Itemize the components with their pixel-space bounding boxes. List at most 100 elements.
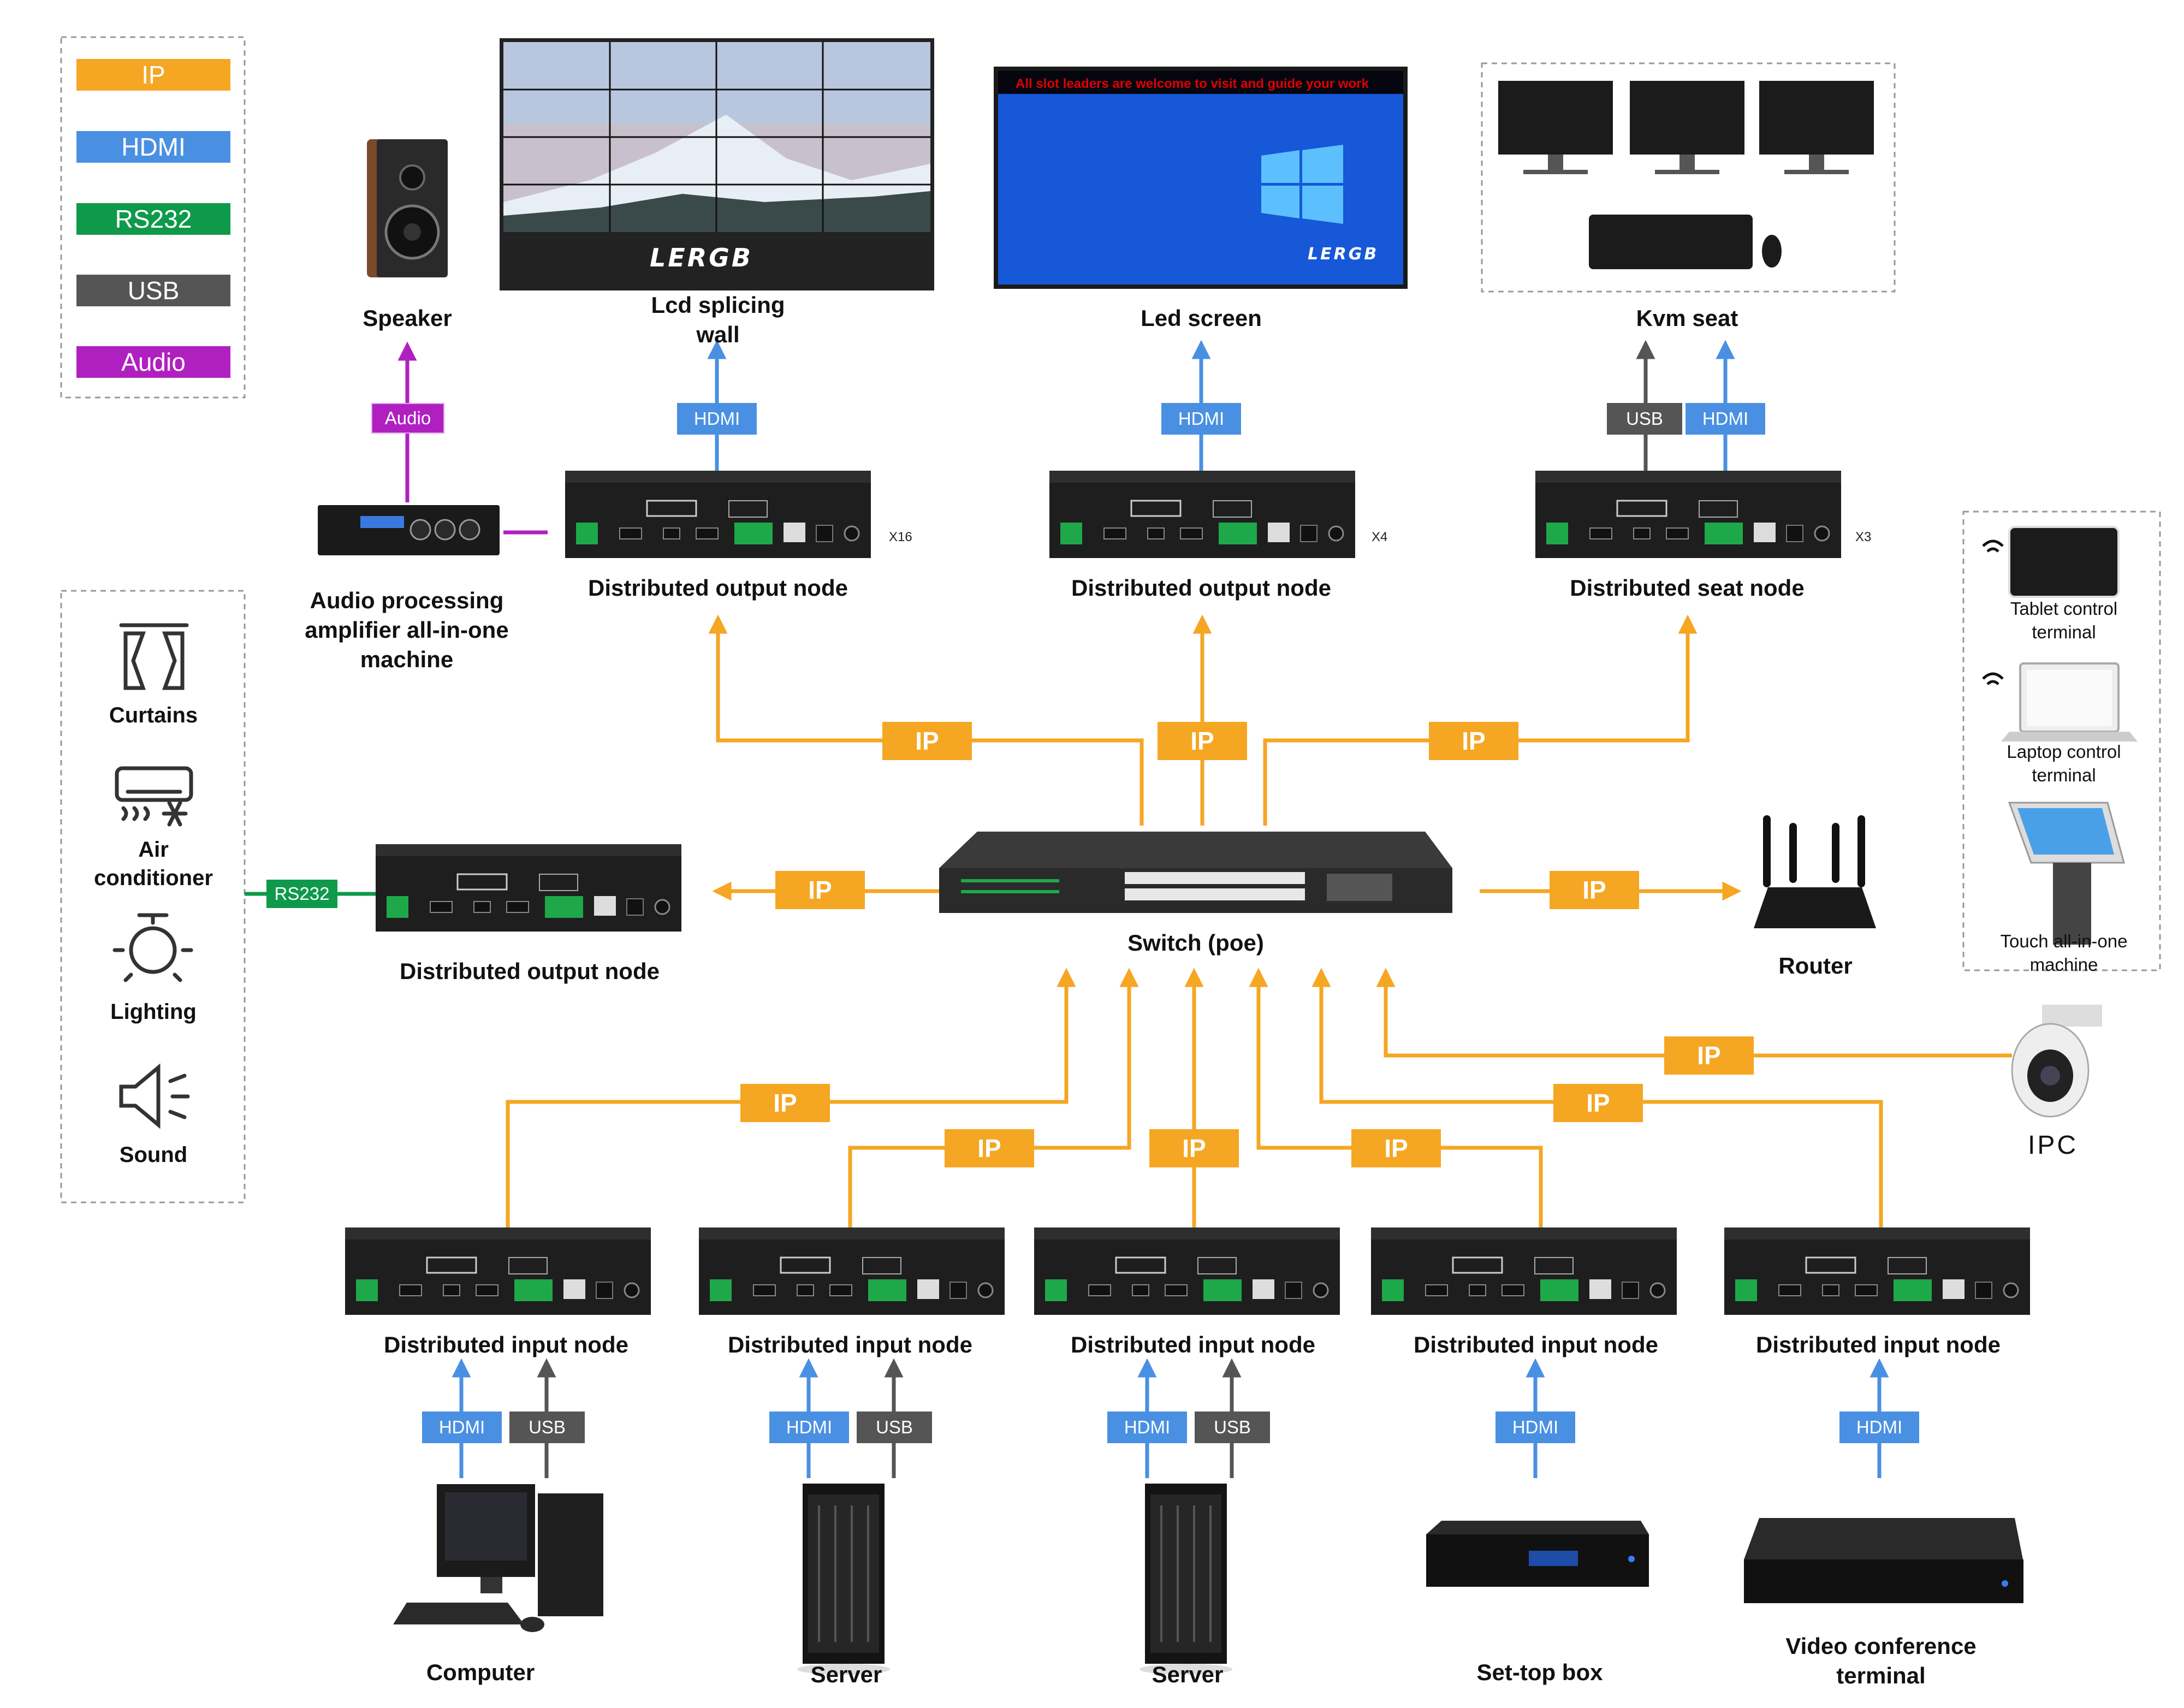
router-icon xyxy=(1754,815,1876,928)
input-node-5-icon xyxy=(1723,1226,2031,1316)
video-conference-terminal-icon xyxy=(1744,1518,2023,1603)
mouse-icon xyxy=(520,1617,544,1632)
tablet-icon xyxy=(2008,526,2120,598)
ip-tag-led: IP xyxy=(1158,722,1247,760)
led-screen-label: Led screen xyxy=(1141,305,1262,331)
keyboard-icon xyxy=(393,1603,524,1624)
ip-tag-input-3: IP xyxy=(1149,1129,1239,1167)
ip-tag-lcd: IP xyxy=(882,722,972,760)
server-2-icon xyxy=(1138,1482,1233,1676)
sound-icon xyxy=(119,1063,190,1129)
seat-node-label: Distributed seat node xyxy=(1570,575,1805,601)
audio-amp-label: Audio processing amplifier all-in-one ma… xyxy=(305,588,509,672)
ip-tag-ipc: IP xyxy=(1664,1036,1754,1075)
input-node-1-label: Distributed input node xyxy=(384,1332,628,1357)
usb-tag-kvm: USB xyxy=(1607,403,1682,435)
wifi-icon xyxy=(1982,539,2004,685)
led-screen-icon xyxy=(994,67,1408,289)
computer-icon xyxy=(393,1484,603,1632)
kiosk-label: Touch all-in-one machine xyxy=(2000,931,2128,975)
legend-rs232: RS232 xyxy=(76,203,230,235)
hdmi-tag-server-2: HDMI xyxy=(1107,1412,1187,1443)
laptop-label: Laptop control terminal xyxy=(2007,742,2121,785)
ip-tag-input-4: IP xyxy=(1351,1129,1441,1167)
air-conditioner-icon xyxy=(115,766,193,827)
kiosk-icon xyxy=(2008,802,2125,945)
controlled-devices-box xyxy=(60,590,246,1203)
set-top-box-icon xyxy=(1426,1521,1649,1587)
kvm-seat-icon xyxy=(1498,81,1874,269)
legend-ip: IP xyxy=(76,59,230,91)
kvm-seat-box xyxy=(1481,62,1896,293)
ipc-label: IPC xyxy=(2027,1131,2078,1160)
usb-tag-server-2: USB xyxy=(1195,1412,1270,1443)
ip-tag-input-5: IP xyxy=(1553,1084,1643,1122)
hdmi-tag-computer: HDMI xyxy=(422,1412,502,1443)
keyboard-icon xyxy=(1589,215,1753,269)
legend-box xyxy=(60,36,246,399)
lighting-label: Lighting xyxy=(110,1000,197,1024)
sound-label: Sound xyxy=(119,1143,188,1167)
input-node-3-label: Distributed input node xyxy=(1071,1332,1315,1357)
ip-tag-input-2: IP xyxy=(945,1129,1034,1167)
video-conference-label: Video conference terminal xyxy=(1785,1633,1977,1688)
input-node-3-icon xyxy=(1033,1226,1341,1316)
output-node-lcd-label: Distributed output node xyxy=(588,575,848,601)
led-multiplier: X4 xyxy=(1372,530,1388,544)
laptop-icon xyxy=(2001,662,2138,742)
air-conditioner-label: Air conditioner xyxy=(94,838,213,890)
server-2-label: Server xyxy=(1152,1662,1224,1687)
lcd-multiplier: X16 xyxy=(889,530,912,544)
hdmi-tag-server-1: HDMI xyxy=(769,1412,849,1443)
legend-hdmi: HDMI xyxy=(76,131,230,163)
switch-label: Switch (poe) xyxy=(1127,930,1264,956)
output-node-lcd-icon xyxy=(564,470,872,559)
input-node-2-label: Distributed input node xyxy=(728,1332,972,1357)
input-node-5-label: Distributed input node xyxy=(1756,1332,2001,1357)
ip-tag-left-output: IP xyxy=(775,871,865,909)
curtains-label: Curtains xyxy=(109,703,198,727)
seat-node-icon xyxy=(1534,470,1842,559)
output-node-led-label: Distributed output node xyxy=(1071,575,1331,601)
lcd-brand-logo: LERGB xyxy=(650,243,753,272)
speaker-icon xyxy=(367,139,448,277)
output-node-led-icon xyxy=(1048,470,1356,559)
input-node-4-icon xyxy=(1370,1226,1678,1316)
kvm-seat-label: Kvm seat xyxy=(1636,305,1738,331)
server-1-label: Server xyxy=(810,1662,882,1687)
led-brand-logo: LERGB xyxy=(1308,245,1379,264)
control-terminals-box xyxy=(1962,511,2161,971)
ip-tag-input-1: IP xyxy=(740,1084,830,1122)
set-top-box-label: Set-top box xyxy=(1476,1659,1603,1685)
curtains-icon xyxy=(119,623,189,690)
kvm-multiplier: X3 xyxy=(1855,530,1872,544)
speaker-label: Speaker xyxy=(363,305,452,331)
hdmi-tag-video-conf: HDMI xyxy=(1839,1412,1919,1443)
output-node-control-icon xyxy=(375,843,682,933)
hdmi-tag-kvm: HDMI xyxy=(1686,403,1765,435)
windows-logo-icon xyxy=(1261,145,1343,224)
hdmi-tag-led: HDMI xyxy=(1161,403,1241,435)
led-banner-text: All slot leaders are welcome to visit an… xyxy=(1016,76,1369,91)
usb-tag-server-1: USB xyxy=(857,1412,932,1443)
legend-usb: USB xyxy=(76,275,230,306)
ip-tag-kvm: IP xyxy=(1429,722,1518,760)
rs232-tag: RS232 xyxy=(266,880,337,908)
switch-icon xyxy=(939,832,1452,913)
usb-tag-computer: USB xyxy=(509,1412,585,1443)
hdmi-tag-set-top-box: HDMI xyxy=(1495,1412,1575,1443)
output-node-control-label: Distributed output node xyxy=(400,958,660,984)
lighting-icon xyxy=(112,913,193,982)
legend-audio: Audio xyxy=(76,346,230,378)
lcd-splicing-wall-icon xyxy=(500,38,934,290)
hdmi-tag-lcd: HDMI xyxy=(677,403,757,435)
lcd-wall-label: Lcd splicing wall xyxy=(651,292,785,347)
router-label: Router xyxy=(1778,953,1853,978)
audio-amplifier-icon xyxy=(318,505,500,555)
ipc-camera-icon xyxy=(2011,1005,2102,1118)
server-1-icon xyxy=(796,1482,891,1676)
ip-tag-router: IP xyxy=(1550,871,1639,909)
computer-label: Computer xyxy=(426,1659,535,1685)
